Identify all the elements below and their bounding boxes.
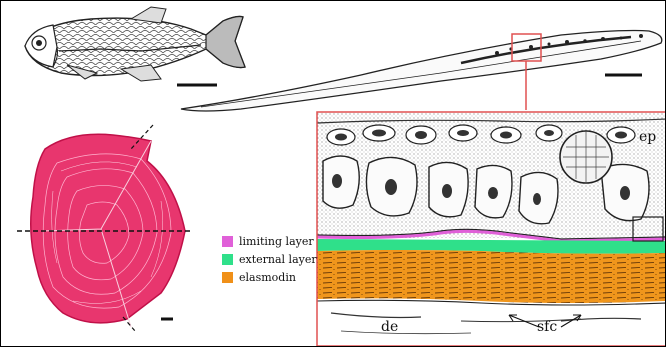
legend-label: external layer — [239, 253, 317, 266]
legend-label: limiting layer — [239, 235, 314, 248]
larval-fish-illustration — [181, 31, 662, 112]
legend: limiting layer external layer elasmodin — [222, 233, 317, 287]
adult-fish-illustration — [25, 7, 245, 81]
label-epidermis: ep — [639, 129, 656, 145]
legend-item-limiting-layer: limiting layer — [222, 233, 317, 249]
legend-label: elasmodin — [239, 271, 296, 284]
label-dermis: de — [381, 319, 398, 335]
legend-item-elasmodin: elasmodin — [222, 269, 317, 285]
legend-swatch — [222, 254, 233, 265]
legend-swatch — [222, 272, 233, 283]
scale-section-illustration — [317, 112, 666, 346]
legend-swatch — [222, 236, 233, 247]
legend-item-external-layer: external layer — [222, 251, 317, 267]
label-scale-forming-cells: sfc — [537, 319, 557, 335]
